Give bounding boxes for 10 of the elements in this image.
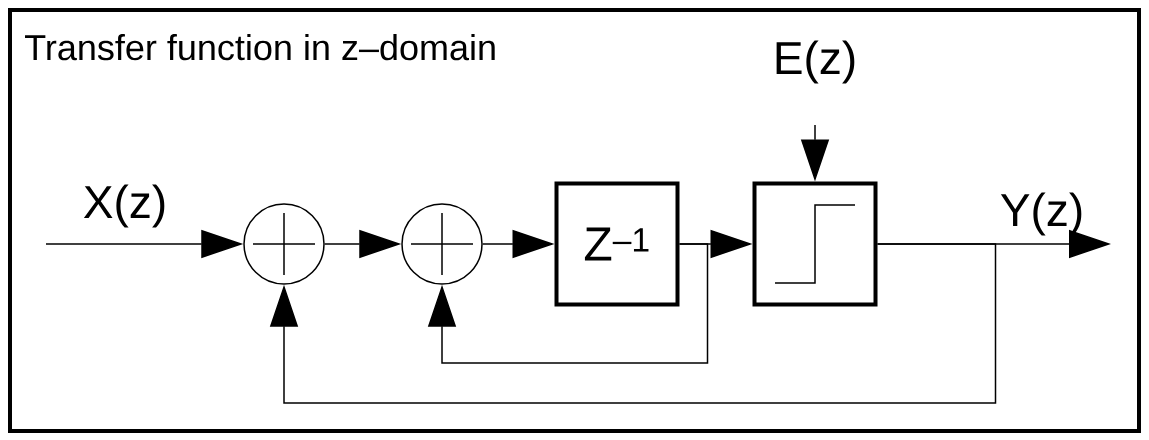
signal-label: Y(z): [1000, 192, 1082, 236]
delay-block: Z$^{–1}$: [554, 181, 680, 307]
summing-junction: [243, 203, 325, 285]
title: Transfer function in z–domain: [25, 33, 495, 61]
signal-label: X(z): [83, 184, 165, 228]
quantizer-block: [752, 181, 878, 307]
signal-label: E(z): [776, 40, 855, 84]
summing-junction: [401, 203, 483, 285]
arrow: [427, 243, 709, 364]
arrow: [269, 243, 997, 404]
